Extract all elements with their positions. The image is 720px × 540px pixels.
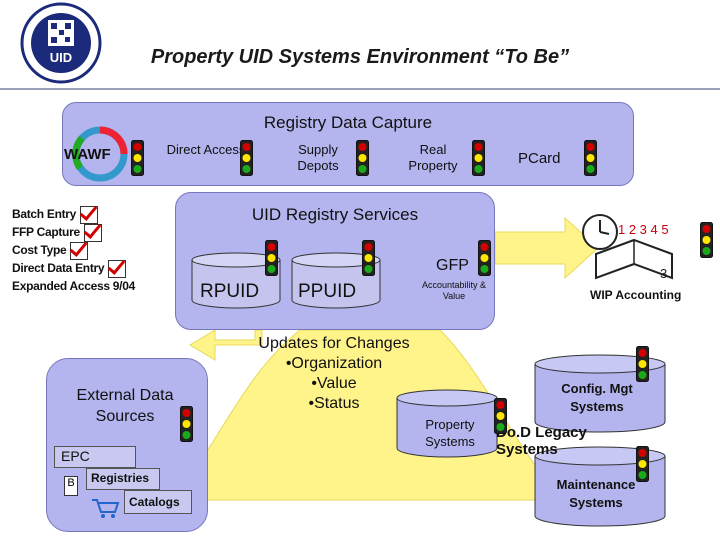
method-batch-entry: Batch Entry <box>12 206 162 224</box>
registry-capture-title: Registry Data Capture <box>263 113 433 132</box>
checkmark-icon <box>70 242 89 260</box>
book-clock-icon: 1 2 3 4 5 3 <box>582 214 673 281</box>
source-direct-access: Direct Access <box>166 142 246 157</box>
update-organization: •Organization <box>285 355 383 372</box>
wip-accounting-label: WIP Accounting <box>590 288 682 302</box>
property-systems-label: Property Systems <box>425 417 475 449</box>
maintenance-label: Maintenance Systems <box>556 477 636 510</box>
page-title: Property UID Systems Environment “To Be” <box>150 46 570 68</box>
updates-title: Updates for Changes <box>258 335 410 352</box>
traffic-light-icon <box>180 406 193 442</box>
traffic-light-icon <box>478 240 491 276</box>
wip-arrow-shape <box>494 216 599 280</box>
updates-arrow-shape <box>174 329 561 501</box>
method-direct-data-entry: Direct Data Entry <box>12 260 162 278</box>
gfp-label: GFP <box>436 257 469 274</box>
traffic-light-icon <box>700 222 713 258</box>
method-ffp-capture: FFP Capture <box>12 224 162 242</box>
registry-services-title: UID Registry Services <box>251 205 419 224</box>
checkmark-icon <box>108 260 127 278</box>
traffic-light-icon <box>265 240 278 276</box>
traffic-light-icon <box>472 140 485 176</box>
catalogs-label: Catalogs <box>129 495 180 509</box>
source-real-property: Real Property <box>408 142 458 173</box>
method-expanded-access: Expanded Access 9/04 <box>12 279 135 293</box>
updates-block: Updates for Changes •Organization •Value… <box>236 334 432 414</box>
title-divider <box>0 88 720 90</box>
external-arrow-shape <box>189 329 263 361</box>
db-rpuid: RPUID <box>200 281 260 302</box>
traffic-light-icon <box>584 140 597 176</box>
catalogs-box: Catalogs <box>124 490 192 514</box>
epc-box: EPC <box>54 446 136 468</box>
registries-box: Registries <box>86 468 160 490</box>
document-icon: B <box>64 476 78 496</box>
traffic-light-icon <box>636 346 649 382</box>
checkmark-icon <box>83 224 102 242</box>
update-value: •Value <box>311 375 357 392</box>
logo-text: UID <box>50 50 72 65</box>
traffic-light-icon <box>362 240 375 276</box>
traffic-light-icon <box>356 140 369 176</box>
svg-text:3: 3 <box>660 266 667 281</box>
registries-label: Registries <box>91 471 150 485</box>
config-mgt-label: Config. Mgt Systems <box>561 381 633 414</box>
source-supply-depots: Supply Depots <box>297 142 339 173</box>
traffic-light-icon <box>494 398 507 434</box>
source-pcard: PCard <box>518 150 561 167</box>
external-sources-title: External Data Sources <box>76 387 174 425</box>
shopping-cart-icon <box>92 499 120 518</box>
registry-capture-panel: Registry Data Capture <box>62 102 634 186</box>
legacy-cylinders <box>396 354 666 527</box>
capture-methods-list: Batch Entry FFP Capture Cost Type Direct… <box>12 206 162 295</box>
uid-logo: UID <box>20 2 102 84</box>
dod-legacy-label: Do.D Legacy Systems <box>496 424 587 458</box>
wawf-cycle-icon <box>72 126 128 182</box>
db-ppuid: PPUID <box>298 281 357 302</box>
svg-text:1 2 3 4 5: 1 2 3 4 5 <box>618 222 669 237</box>
traffic-light-icon <box>636 446 649 482</box>
database-cylinders <box>191 252 381 309</box>
source-wawf: WAWF <box>64 146 111 163</box>
traffic-light-icon <box>131 140 144 176</box>
traffic-light-icon <box>240 140 253 176</box>
update-status: •Status <box>308 395 360 412</box>
epc-label: EPC <box>61 448 90 464</box>
gfp-sublabel: Accountability & Value <box>421 280 487 301</box>
method-cost-type: Cost Type <box>12 242 162 260</box>
